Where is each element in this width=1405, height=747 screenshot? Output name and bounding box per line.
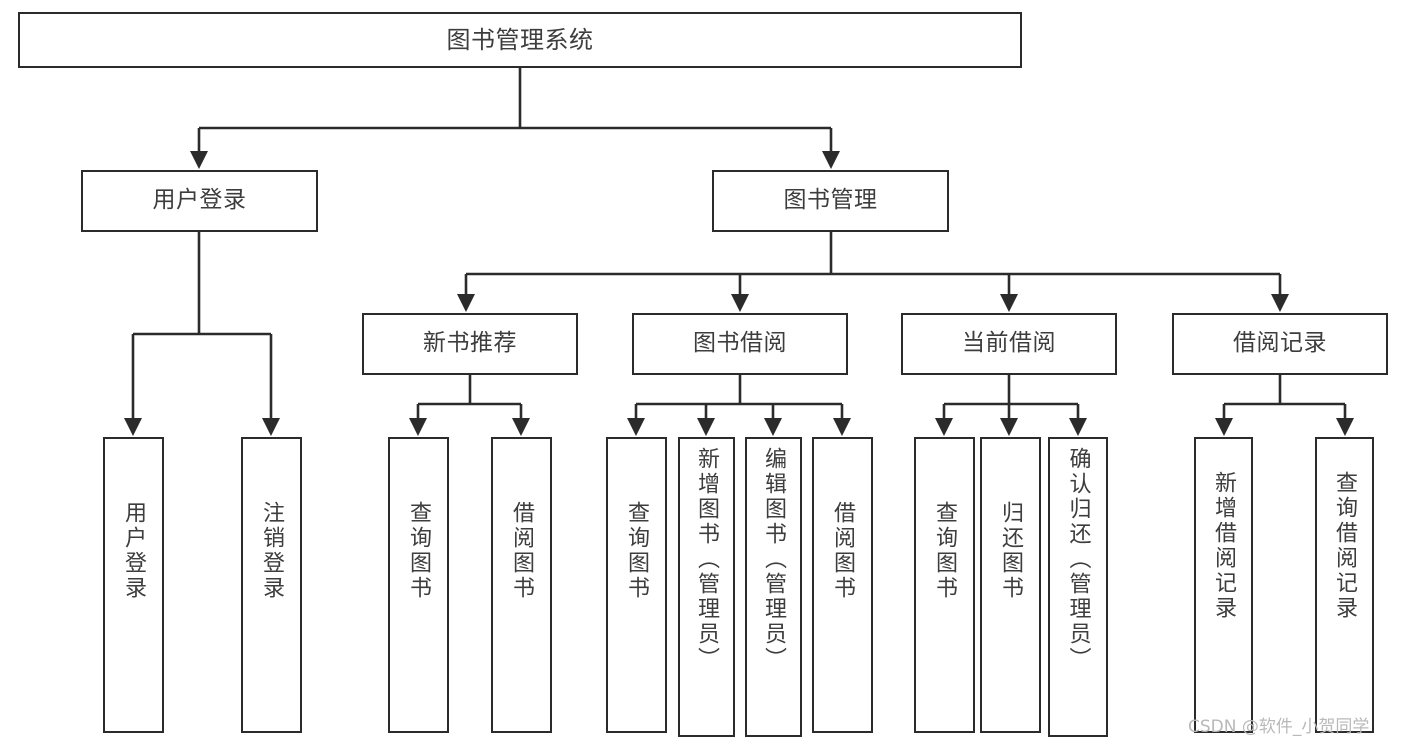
node-label: 用户登录 [121, 501, 147, 601]
node-book-borrow[interactable]: 图书借阅 [632, 313, 848, 375]
node-label: 查询图书 [932, 501, 958, 601]
leaf-add-book-admin[interactable]: 新增图书（管理员） [678, 437, 735, 737]
node-label: 编辑图书（管理员） [761, 447, 787, 672]
node-label: 新增借阅记录 [1211, 471, 1237, 621]
node-label: 当前借阅 [962, 330, 1056, 357]
node-label: 借阅图书 [830, 501, 856, 601]
node-label: 图书借阅 [693, 330, 787, 357]
leaf-edit-book-admin[interactable]: 编辑图书（管理员） [745, 437, 802, 737]
node-label: 用户登录 [152, 187, 247, 214]
leaf-borrow-book-recommend[interactable]: 借阅图书 [491, 437, 552, 733]
node-new-book-recommend[interactable]: 新书推荐 [362, 313, 578, 375]
node-label: 借阅记录 [1233, 330, 1327, 357]
leaf-confirm-return-admin[interactable]: 确认归还（管理员） [1048, 437, 1108, 737]
node-label: 查询图书 [406, 501, 432, 601]
leaf-logout-login[interactable]: 注销登录 [241, 437, 302, 733]
node-label: 借阅图书 [509, 501, 535, 601]
leaf-query-borrow-record[interactable]: 查询借阅记录 [1315, 437, 1374, 733]
node-label: 查询图书 [624, 501, 650, 601]
node-label: 新书推荐 [423, 330, 517, 357]
node-label: 确认归还（管理员） [1065, 447, 1091, 672]
node-label: 新增图书（管理员） [694, 447, 720, 672]
leaf-query-book-recommend[interactable]: 查询图书 [388, 437, 449, 733]
leaf-return-book[interactable]: 归还图书 [980, 437, 1041, 733]
node-book-management[interactable]: 图书管理 [712, 170, 949, 232]
leaf-user-login[interactable]: 用户登录 [103, 437, 164, 733]
node-label: 查询借阅记录 [1332, 471, 1358, 621]
leaf-add-borrow-record[interactable]: 新增借阅记录 [1194, 437, 1253, 733]
leaf-query-book-current[interactable]: 查询图书 [914, 437, 975, 733]
node-label: 图书管理系统 [446, 25, 594, 54]
node-label: 注销登录 [259, 501, 285, 601]
node-root-book-management-system[interactable]: 图书管理系统 [18, 12, 1022, 68]
node-label: 归还图书 [998, 501, 1024, 601]
node-label: 图书管理 [783, 187, 878, 214]
leaf-borrow-book[interactable]: 借阅图书 [812, 437, 873, 733]
node-borrow-record[interactable]: 借阅记录 [1172, 313, 1388, 375]
node-user-login[interactable]: 用户登录 [81, 170, 318, 232]
node-current-borrow[interactable]: 当前借阅 [901, 313, 1117, 375]
leaf-query-book-borrow[interactable]: 查询图书 [606, 437, 667, 733]
csdn-watermark: CSDN @软件_小贺同学 [1188, 717, 1370, 737]
